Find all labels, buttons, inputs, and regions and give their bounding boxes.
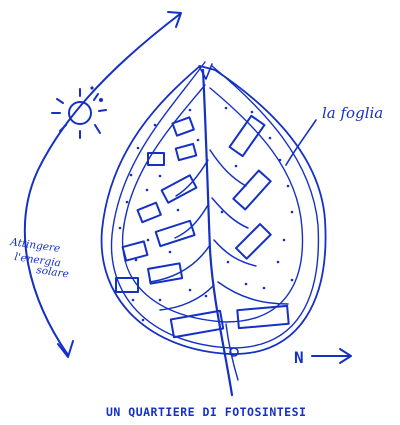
north-arrow-icon: N (294, 348, 352, 367)
building-blocks (115, 114, 290, 339)
north-label: N (294, 348, 304, 367)
leaf-outline (100, 61, 327, 355)
curved-arrow-icon (23, 11, 182, 358)
energy-label-line3: solare (36, 264, 70, 280)
leaf-label: la foglia (285, 104, 383, 166)
energy-label: Attingere l'energia solare (9, 236, 70, 281)
leaf-veins (149, 63, 289, 397)
caption: UN QUARTIERE DI FOTOSINTESI (106, 405, 306, 419)
dot-texture (118, 106, 294, 322)
sun-icon (51, 86, 107, 139)
leaf-label-text: la foglia (322, 104, 383, 122)
